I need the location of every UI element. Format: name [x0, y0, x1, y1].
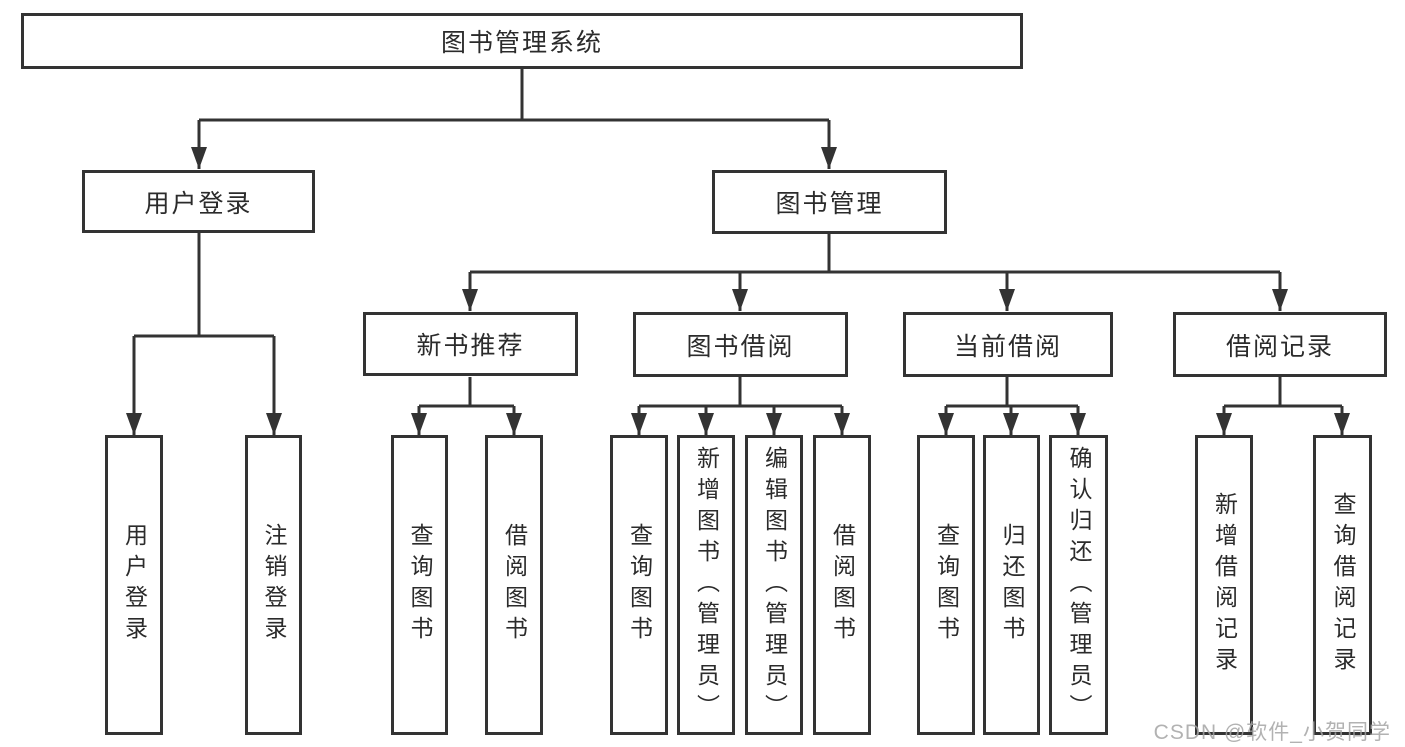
node-label: 借阅记录	[1225, 332, 1334, 361]
node-label: 编辑图书（管理员）	[761, 445, 788, 725]
connector-borrow-record-to-leaves	[1222, 377, 1344, 435]
leaf-user-login: 用户登录	[105, 435, 163, 735]
node-book-borrowing: 图书借阅	[633, 312, 848, 377]
leaf-logout: 注销登录	[245, 435, 302, 735]
arrowheads	[126, 147, 1350, 435]
leaf-borrow-books-1: 借阅图书	[485, 435, 543, 735]
node-label: 用户登录	[144, 189, 253, 218]
node-label: 当前借阅	[953, 332, 1062, 361]
node-label: 用户登录	[121, 523, 148, 647]
node-label: 新增借阅记录	[1211, 492, 1238, 678]
node-label: 查询图书	[407, 523, 433, 647]
node-borrowing-records: 借阅记录	[1173, 312, 1387, 377]
leaf-add-books-admin: 新增图书（管理员）	[677, 435, 735, 735]
connector-book-mgmt-to-level3	[468, 234, 1282, 311]
node-current-borrowing: 当前借阅	[903, 312, 1113, 377]
node-label: 借阅图书	[829, 523, 856, 647]
node-user-login: 用户登录	[82, 170, 315, 233]
node-label: 确认归还（管理员）	[1066, 445, 1092, 725]
node-new-book-recommend: 新书推荐	[363, 312, 578, 376]
leaf-query-borrow-record: 查询借阅记录	[1313, 435, 1372, 735]
node-label: 图书管理	[775, 190, 884, 218]
connector-user-login-to-leaves	[132, 233, 276, 435]
node-label: 借阅图书	[501, 523, 528, 647]
connector-root-to-level2	[197, 69, 831, 169]
csdn-watermark: CSDN @软件_小贺同学	[1153, 721, 1391, 744]
node-root-book-management-system: 图书管理系统	[21, 13, 1023, 69]
leaf-query-books-1: 查询图书	[391, 435, 448, 735]
node-label: 查询图书	[626, 523, 653, 647]
connector-new-book-to-leaves	[417, 377, 516, 435]
node-label: 注销登录	[261, 523, 287, 647]
leaf-confirm-return-admin: 确认归还（管理员）	[1049, 435, 1108, 735]
node-label: 新书推荐	[416, 332, 525, 360]
connector-book-borrow-to-leaves	[637, 377, 844, 435]
node-book-management: 图书管理	[712, 170, 947, 234]
node-label: 新增图书（管理员）	[693, 445, 720, 725]
leaf-borrow-books-2: 借阅图书	[813, 435, 871, 735]
node-label: 查询借阅记录	[1330, 492, 1356, 678]
node-label: 归还图书	[999, 523, 1025, 647]
node-label: 查询图书	[933, 523, 960, 647]
node-label: 图书借阅	[686, 332, 795, 361]
node-label: 图书管理系统	[440, 29, 603, 57]
leaf-edit-books-admin: 编辑图书（管理员）	[745, 435, 803, 735]
leaf-add-borrow-record: 新增借阅记录	[1195, 435, 1253, 735]
leaf-query-books-3: 查询图书	[917, 435, 975, 735]
leaf-return-books: 归还图书	[983, 435, 1040, 735]
leaf-query-books-2: 查询图书	[610, 435, 668, 735]
